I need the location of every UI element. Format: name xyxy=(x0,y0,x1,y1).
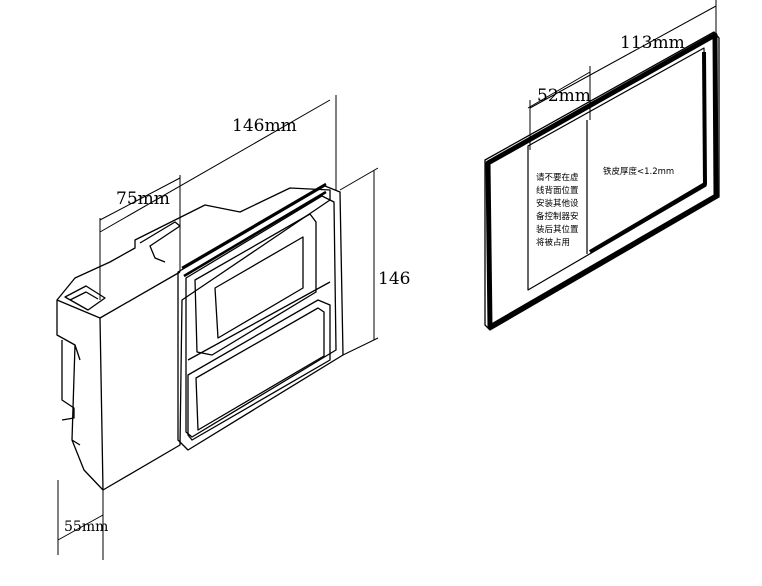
label-55mm: 55mm xyxy=(64,519,108,535)
dim-52mm-line xyxy=(527,71,591,109)
dimension-labels: 146mm 75mm 146 55mm 113mm 52mm xyxy=(64,33,685,535)
dim-146-ext-bottom xyxy=(342,337,379,356)
device-rear-tab xyxy=(64,285,106,311)
note-line-6: 将被占用 xyxy=(536,237,570,248)
device-body-outline xyxy=(56,187,331,491)
dim-55mm-line xyxy=(57,514,104,541)
note-line-5: 装后其位置 xyxy=(536,224,579,235)
device-top-front xyxy=(99,271,181,319)
panel-frame-thick xyxy=(485,32,719,330)
panel-cutout-dark-edge xyxy=(588,51,707,254)
dim-75mm-line xyxy=(99,177,181,221)
panel-outer xyxy=(484,31,720,331)
dim-146mm-line xyxy=(99,99,331,233)
lower-panel xyxy=(187,299,331,441)
device-dimension-lines xyxy=(57,95,379,560)
label-113mm: 113mm xyxy=(620,33,685,53)
note-line-2: 线背面位置 xyxy=(536,185,579,196)
note-line-3: 安装其他设 xyxy=(536,198,579,209)
device-left-lower xyxy=(71,344,81,446)
lower-panel-line xyxy=(187,281,331,361)
front-bezel-inner xyxy=(185,195,337,438)
dim-113mm-line xyxy=(529,5,717,109)
front-bezel-top-rim xyxy=(181,182,327,278)
display-window-screen xyxy=(214,236,304,339)
device-drawing xyxy=(56,182,344,491)
label-146: 146 xyxy=(378,269,410,289)
panel-note-left: 请不要在虚 线背面位置 安装其他设 备控制器安 装后其位置 将被占用 xyxy=(536,172,579,248)
panel-note-right: 铁皮厚度<1.2mm xyxy=(603,166,674,177)
front-bezel-outer xyxy=(177,185,344,451)
panel-inner-cutout xyxy=(527,47,707,291)
label-146mm: 146mm xyxy=(232,116,297,136)
mounting-panel xyxy=(484,31,720,331)
display-window-frame xyxy=(194,213,317,356)
panel-dimension-lines xyxy=(527,0,717,150)
note-line-1: 请不要在虚 xyxy=(536,172,579,183)
device-side-cutout xyxy=(61,340,75,421)
label-52mm: 52mm xyxy=(537,86,591,106)
note-line-4: 备控制器安 xyxy=(536,211,579,222)
dim-146-ext-top xyxy=(339,167,379,191)
label-75mm: 75mm xyxy=(116,189,170,209)
device-top-slot xyxy=(139,221,181,263)
